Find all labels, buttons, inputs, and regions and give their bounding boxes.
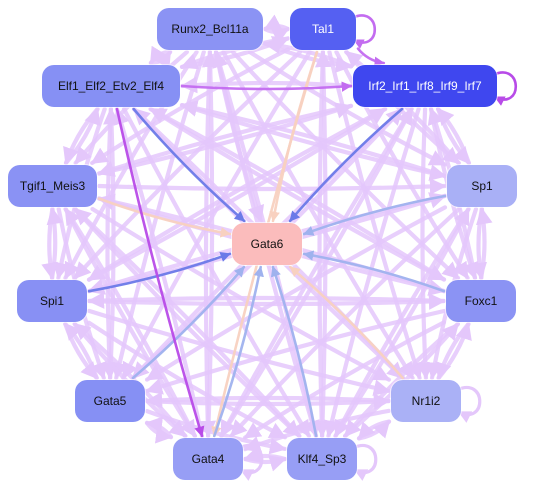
edge-foxc1-to-spi1 — [86, 292, 447, 309]
edge-gata4-to-tgif1 — [63, 206, 197, 439]
node-tgif1-meis3[interactable]: Tgif1_Meis3 — [8, 165, 97, 207]
edge-gata4-to-gata6 — [213, 265, 264, 438]
edge-gata4-to-gata5 — [144, 416, 174, 440]
node-runx2-bcl11a[interactable]: Runx2_Bcl11a — [157, 8, 263, 50]
node-elf1-elf2-etv2-elf4[interactable]: Elf1_Elf2_Etv2_Elf4 — [42, 65, 180, 107]
edge-tal1-to-klf4 — [313, 49, 331, 439]
node-spi1[interactable]: Spi1 — [17, 280, 87, 322]
node-gata6[interactable]: Gata6 — [232, 223, 302, 265]
edge-foxc1-to-gata4 — [242, 320, 447, 440]
edge-nr1i2-to-foxc1 — [436, 321, 472, 381]
edge-spi1-to-tgif1 — [46, 206, 64, 281]
node-gata4[interactable]: Gata4 — [173, 438, 243, 480]
node-klf4-sp3[interactable]: Klf4_Sp3 — [287, 438, 357, 480]
edge-foxc1-to-gata6 — [302, 250, 446, 293]
self-loop-gata4 — [238, 444, 264, 481]
self-loop-tal1 — [351, 14, 376, 49]
edge-spi1-to-foxc1 — [86, 293, 447, 310]
edge-irf2-to-elf1 — [179, 76, 354, 94]
edge-irf2-to-runx2 — [262, 37, 354, 69]
node-tal1[interactable]: Tal1 — [290, 8, 356, 50]
node-foxc1[interactable]: Foxc1 — [446, 280, 516, 322]
self-loop-nr1i2 — [456, 386, 482, 423]
edge-gata4-to-irf2 — [219, 106, 414, 439]
edge-tgif1-to-irf2 — [96, 102, 354, 176]
edge-elf1-to-gata6 — [132, 107, 246, 223]
edge-foxc1-to-elf1 — [148, 106, 447, 282]
edge-klf4-to-gata4 — [242, 446, 288, 463]
edge-gata4-to-runx2 — [201, 49, 219, 439]
node-irf2-irf1-irf8-irf9-irf7[interactable]: Irf2_Irf1_Irf8_Irf9_Irf7 — [353, 65, 497, 107]
edge-klf4-to-gata6 — [270, 265, 318, 438]
edge-elf1-to-gata4 — [115, 107, 205, 438]
self-loop-klf4 — [352, 444, 378, 481]
edge-elf1-to-klf4 — [121, 106, 312, 439]
edge-nr1i2-to-gata6 — [289, 265, 404, 380]
node-gata5[interactable]: Gata5 — [75, 380, 145, 422]
edge-runx2-to-nr1i2 — [221, 49, 415, 381]
edge-tal1-to-irf2 — [356, 47, 386, 67]
edge-klf4-to-sp1 — [333, 206, 471, 439]
edge-gata5-to-spi1 — [63, 321, 99, 381]
edge-gata5-to-gata6 — [131, 265, 246, 380]
edge-spi1-to-gata6 — [87, 252, 232, 293]
node-nr1i2[interactable]: Nr1i2 — [391, 380, 461, 422]
edge-tgif1-to-sp1 — [96, 178, 448, 195]
node-sp1[interactable]: Sp1 — [447, 165, 517, 207]
edge-runx2-to-gata4 — [199, 49, 217, 439]
edge-elf1-to-sp1 — [179, 103, 448, 181]
edge-tal1-to-runx2 — [262, 14, 291, 32]
edge-irf2-to-gata4 — [219, 106, 414, 439]
edge-gata4-to-elf1 — [113, 106, 205, 439]
edge-sp1-to-elf1 — [179, 100, 448, 179]
self-loop-irf2 — [492, 71, 517, 106]
edge-klf4-to-tgif1 — [73, 206, 302, 439]
edge-spi1-to-nr1i2 — [86, 308, 392, 396]
edge-tgif1-to-elf1 — [63, 106, 101, 166]
edge-irf2-to-gata6 — [288, 107, 404, 223]
edge-elf1-to-irf2 — [180, 81, 353, 92]
edge-foxc1-to-sp1 — [475, 206, 493, 281]
edge-tgif1-to-gata6 — [97, 197, 232, 238]
edge-klf4-to-nr1i2 — [356, 419, 392, 441]
edge-elf1-to-runx2 — [148, 49, 173, 70]
edge-tgif1-to-klf4 — [73, 206, 302, 439]
edge-sp1-to-gata6 — [302, 194, 447, 236]
edge-tal1-to-gata6 — [269, 50, 319, 223]
edge-klf4-to-tal1 — [314, 49, 332, 439]
